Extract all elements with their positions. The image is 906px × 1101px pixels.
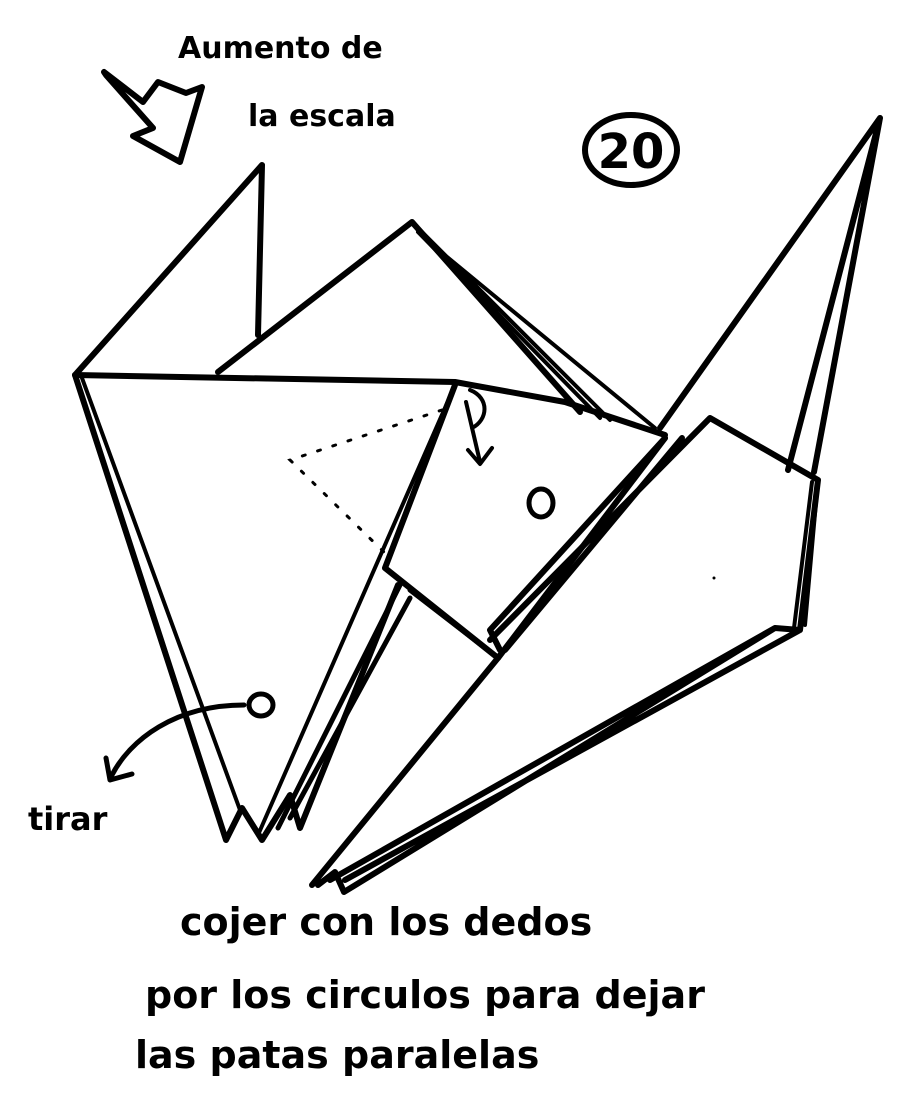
- instruction-line2: por los circulos para dejar: [145, 973, 705, 1017]
- origami-model: [75, 118, 880, 892]
- head-flap: [385, 385, 665, 658]
- left-leg-inner: [82, 378, 455, 835]
- instruction-line1: cojer con los dedos: [180, 900, 592, 944]
- left-leg: [75, 375, 398, 840]
- step-number: 20: [598, 124, 665, 180]
- speck: [713, 577, 716, 580]
- pull-label: tirar: [28, 800, 108, 838]
- left-ear: [75, 165, 262, 375]
- instruction-line3: las patas paralelas: [135, 1033, 539, 1077]
- grip-circle-right: [529, 489, 553, 517]
- right-body: [312, 418, 818, 892]
- tail: [660, 118, 880, 472]
- fold-arrow: [466, 390, 492, 464]
- grip-circle-left: [249, 694, 273, 716]
- head-crease: [410, 590, 498, 658]
- scale-note-line2: la escala: [248, 99, 396, 134]
- scale-note-line1: Aumento de: [178, 31, 383, 66]
- step-number-badge: 20: [585, 115, 677, 185]
- scale-up-arrow: [104, 72, 202, 162]
- right-body-ridge: [794, 480, 818, 628]
